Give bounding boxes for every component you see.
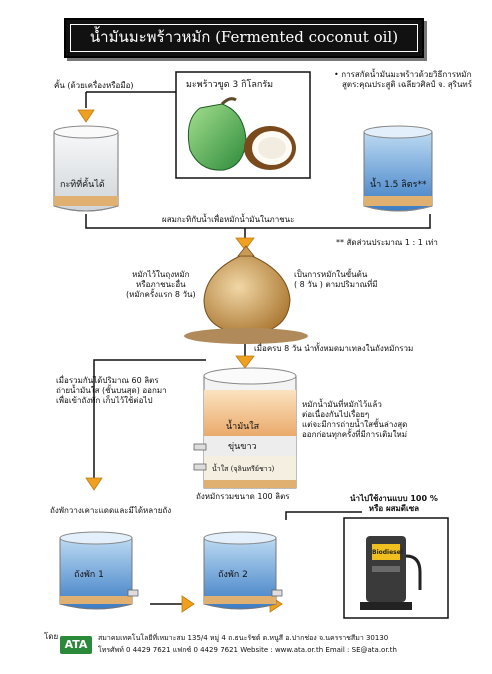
ferment-line-2: ต่อเนื่องกันไปเรื่อยๆ: [302, 410, 370, 419]
layer-water-label: น้ำใส (จุลินทรีย์ชาว): [212, 465, 275, 473]
fermentation-tank: [193, 367, 297, 489]
collect-line-2: ถ่ายน้ำมันใส (ชั้นบนสุด) ออกมา: [56, 386, 167, 395]
usage-line-2: หรือ ผสมดีเซล: [368, 504, 420, 513]
sack-left-note: หมักไว้ในถุงหมัก หรือภาชนะอื่น (หมักครั้…: [126, 270, 196, 300]
rest-tank-note: ถังพักวางเคาะแดดและมีได้หลายถัง: [50, 506, 172, 515]
sack-left-line-2: หรือภาชนะอื่น: [136, 280, 186, 289]
milk-container: [53, 125, 119, 212]
page-title: น้ำมันมะพร้าวหมัก (Fermented coconut oil…: [70, 24, 418, 52]
sack-right-line-1: เป็นการหมักในขั้นต้น: [294, 270, 368, 279]
ata-logo: ATA: [60, 636, 92, 654]
collect-note: เมื่อรวมกันได้ปริมาณ 60 ลิตร ถ่ายน้ำมันใ…: [56, 376, 167, 406]
sack-left-line-1: หมักไว้ในถุงหมัก: [132, 270, 190, 279]
squeeze-label: คั้น (ด้วยเครื่องหรือมือ): [54, 81, 134, 90]
note-line-2: สูตร:คุณประสูติ เฉลียวศิลป์ จ. สุรินทร์: [342, 80, 472, 89]
milk-label: กะทิที่คั้นได้: [60, 180, 105, 190]
water-amount: น้ำ 1.5 ลิตร: [370, 180, 418, 190]
ferment-line-3: แต่จะมีการถ่ายน้ำใสชั้นล่างสุด: [302, 420, 408, 429]
mix-label: ผสมกะทิกับน้ำเพื่อหมักน้ำมันในภาชนะ: [162, 215, 295, 224]
tank-size-label: ถังหมักรวมขนาด 100 ลิตร: [196, 492, 290, 501]
water-container: [363, 125, 433, 212]
footer-contact: โทรศัพท์ 0 4429 7621 แฟกซ์ 0 4429 7621 W…: [98, 646, 397, 654]
tank-2-label: ถังพัก 2: [218, 570, 248, 580]
fermenting-sack: [184, 245, 308, 344]
layer-curd-label: ขุ่นขาว: [228, 442, 257, 452]
collect-line-1: เมื่อรวมกันได้ปริมาณ 60 ลิตร: [56, 376, 159, 385]
coconut-illustration: [187, 97, 296, 171]
after-8-days-label: เมื่อครบ 8 วัน นำทั้งหมดมาเทลงในถังหมักร…: [254, 344, 414, 353]
usage-line-1: นำไปใช้งานแบบ 100 %: [350, 494, 438, 503]
sack-left-line-3: (หมักครั้งแรก 8 วัน): [126, 290, 196, 299]
ratio-note: ** สัดส่วนประมาณ 1 : 1 เท่า: [336, 238, 438, 247]
tank-1-label: ถังพัก 1: [74, 570, 104, 580]
holding-tank-1: [59, 531, 139, 610]
footer-by: โดย: [44, 632, 59, 641]
footer-address: สมาคมเทคโนโลยีที่เหมาะสม 135/4 หมู่ 4 ถ.…: [98, 634, 389, 642]
note-line-1: การสกัดน้ำมันมะพร้าวด้วยวิธีการหมัก: [341, 70, 472, 79]
ferment-line-4: ออกก่อนทุกครั้งที่มีการเติมใหม่: [302, 430, 408, 439]
ferment-note: หมักน้ำมันที่หมักไว้แล้ว ต่อเนื่องกันไปเ…: [302, 400, 407, 440]
sack-right-note: เป็นการหมักในขั้นต้น ( 8 วัน ) ตามปริมาณ…: [294, 270, 378, 290]
method-note: • การสกัดน้ำมันมะพร้าวด้วยวิธีการหมัก สู…: [334, 70, 472, 90]
collect-line-3: เพื่อเข้าถังพัก เก็บไว้ใช้ต่อไป: [56, 396, 153, 405]
fuel-pump-illustration: [360, 536, 422, 610]
holding-tank-2: [203, 531, 283, 610]
ferment-line-1: หมักน้ำมันที่หมักไว้แล้ว: [302, 400, 382, 409]
layer-oil-label: น้ำมันใส: [226, 422, 260, 432]
coconut-label: มะพร้าวขูด 3 กิโลกรัม: [186, 80, 274, 90]
usage-label: นำไปใช้งานแบบ 100 % หรือ ผสมดีเซล: [350, 494, 438, 514]
note-bullet: •: [334, 70, 339, 79]
pump-brand-label: Biodiesel: [372, 549, 403, 556]
title-banner: น้ำมันมะพร้าวหมัก (Fermented coconut oil…: [64, 18, 424, 58]
water-label: น้ำ 1.5 ลิตร**: [370, 180, 426, 190]
sack-right-line-2: ( 8 วัน ) ตามปริมาณที่มี: [294, 280, 378, 289]
water-asterisk: **: [417, 180, 427, 190]
